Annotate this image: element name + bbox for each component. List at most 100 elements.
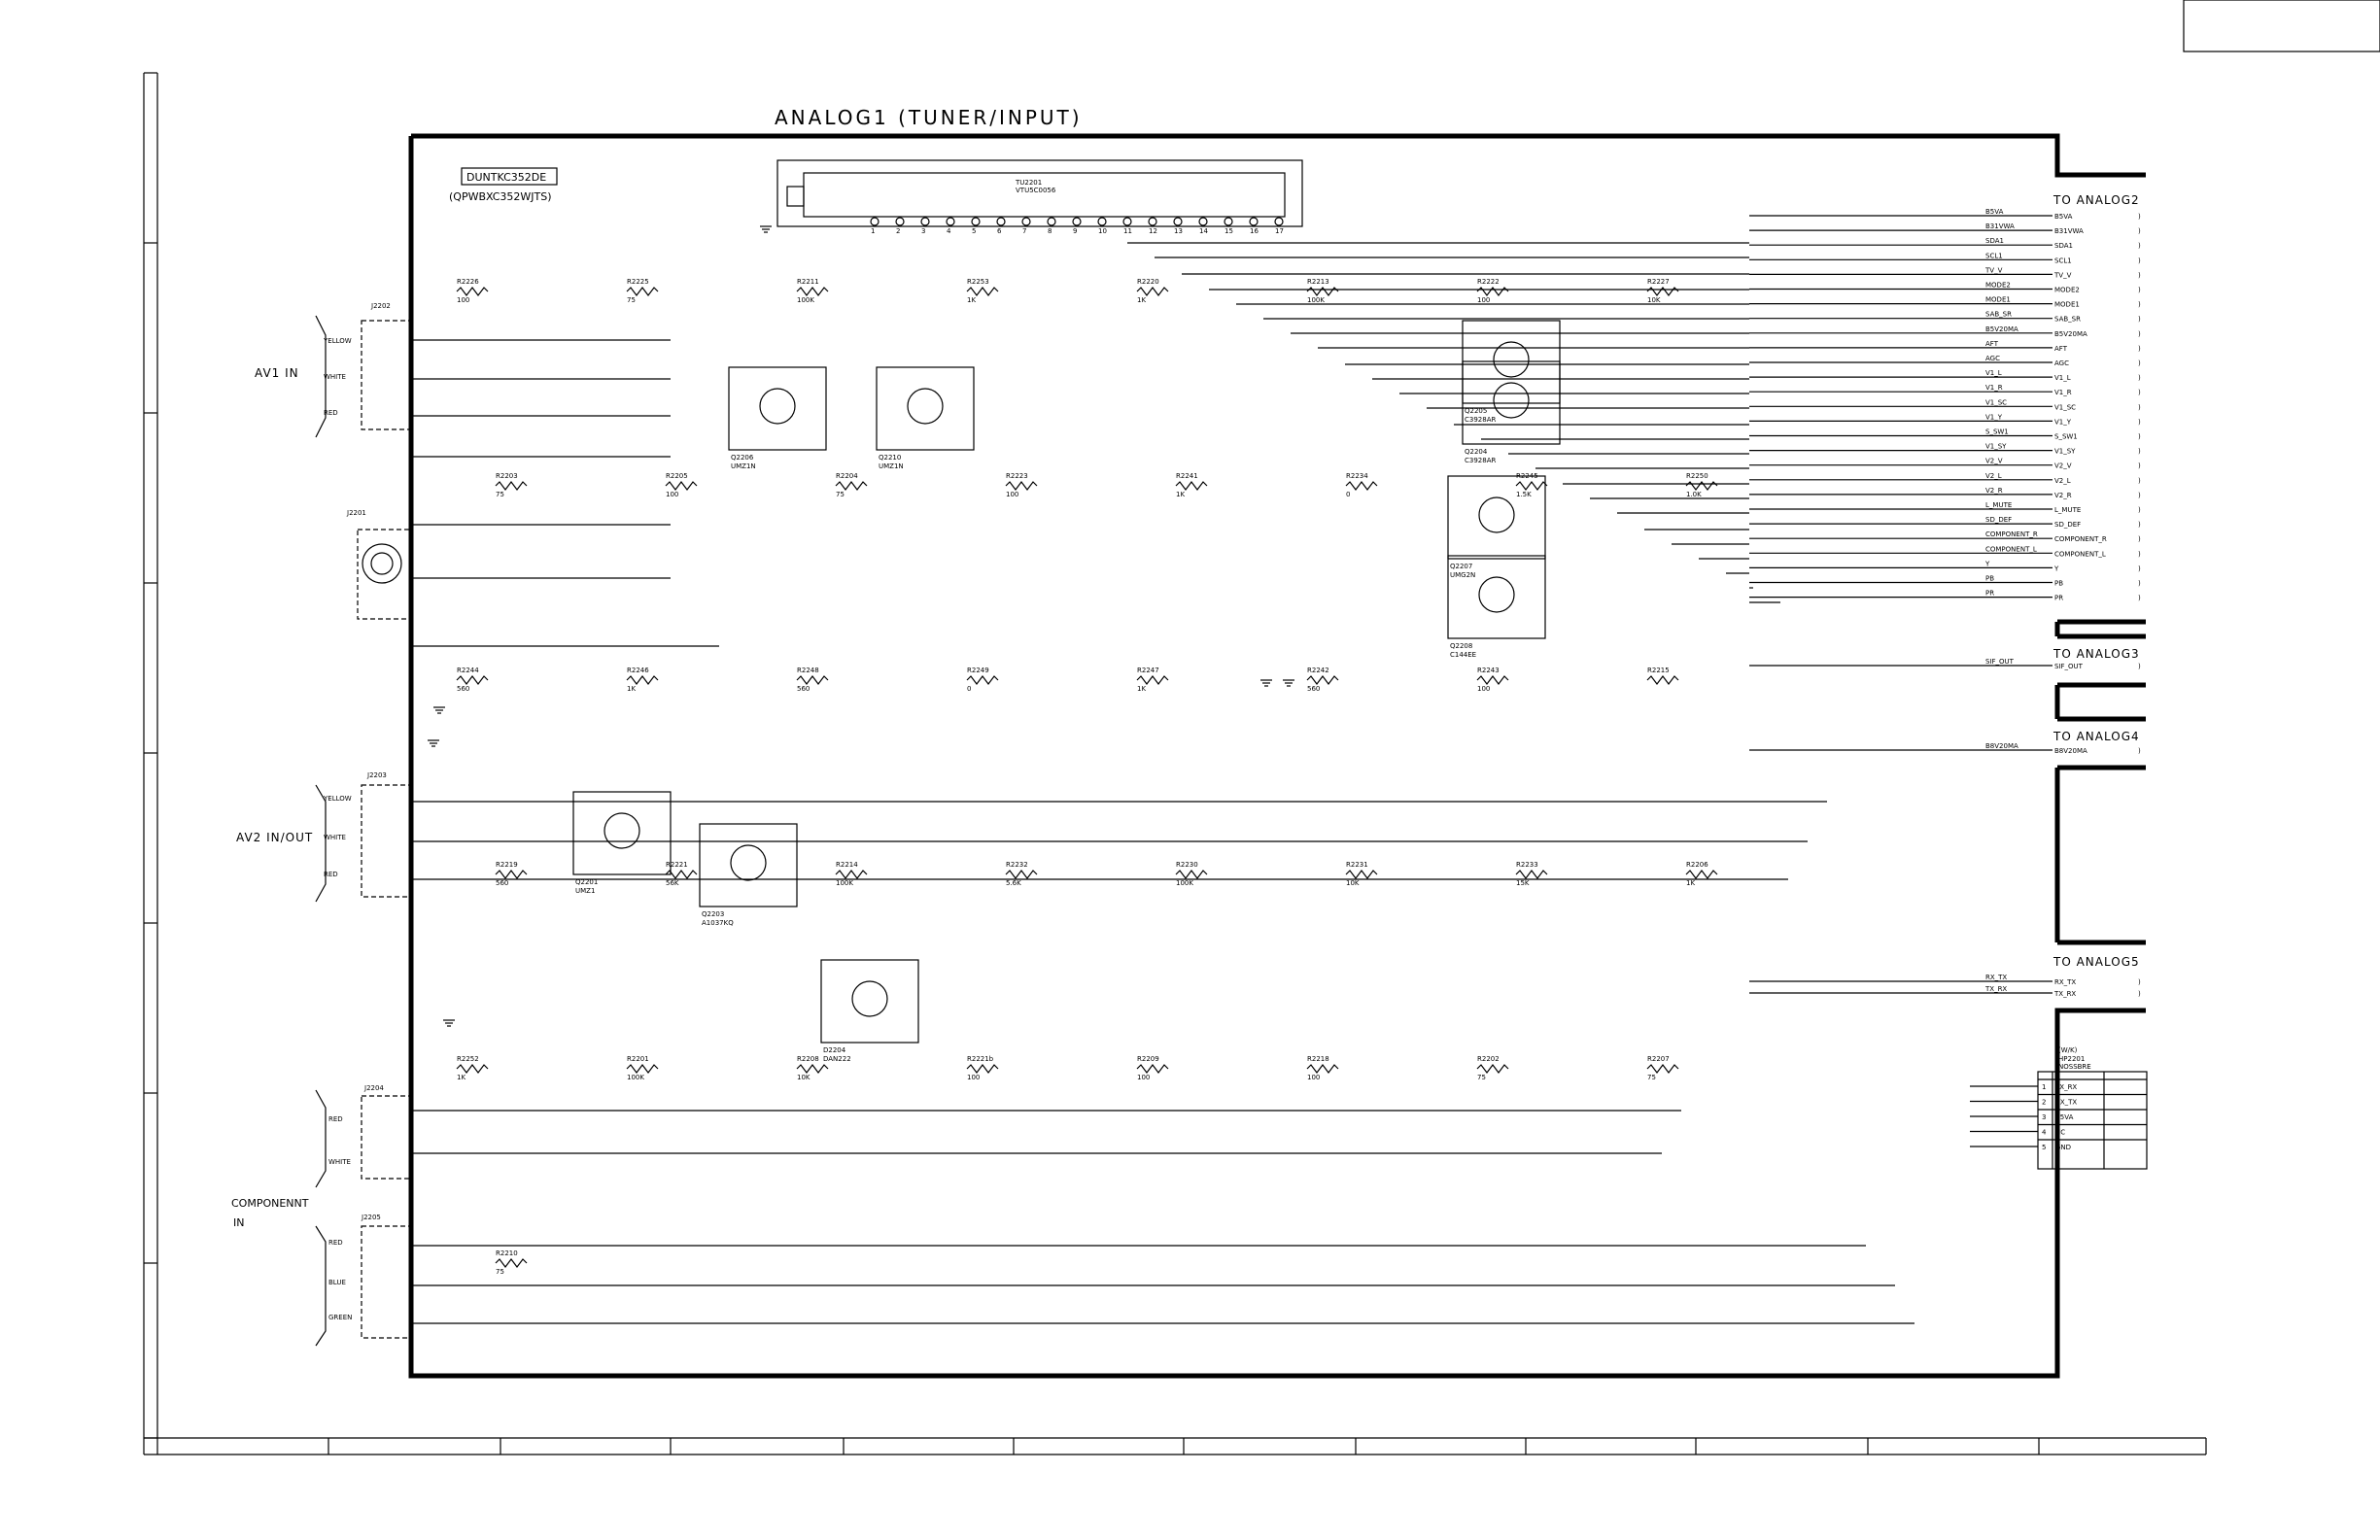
resistor-ref: R2201 — [627, 1055, 649, 1063]
resistor-value: 100 — [457, 296, 469, 304]
resistor-value: 100 — [967, 1074, 980, 1081]
connector-arrow: ) — [2138, 506, 2141, 514]
signal-label-right: SIF_OUT — [2054, 663, 2084, 670]
signal-label-left: TV_V — [1984, 266, 2003, 274]
av1-label: AV1 IN — [255, 366, 299, 380]
signal-label-right: TX_RX — [2053, 990, 2076, 998]
signal-label-right: V1_L — [2054, 374, 2071, 382]
components-layer: Q2206UMZ1NQ2210UMZ1NQ2205C3928ARQ2204C39… — [456, 278, 1718, 1276]
tuner-pin — [1198, 217, 1208, 226]
signal-label-right: S_SW1 — [2054, 433, 2078, 441]
connector-arrow: ) — [2138, 535, 2141, 543]
tuner-pin — [1047, 217, 1056, 226]
ground-symbol — [760, 225, 772, 233]
signal-label-right: SD_DEF — [2054, 521, 2081, 529]
resistor-value: 0 — [1346, 491, 1350, 498]
pwb-unit: DUNTKC352DE — [466, 171, 546, 184]
resistor-ref: R2208 — [797, 1055, 819, 1063]
resistor-value: 15K — [1516, 879, 1530, 887]
resistor-value: 10K — [1346, 879, 1360, 887]
connector-arrow: ) — [2138, 462, 2141, 470]
signal-label-right: TV_V — [2053, 271, 2072, 279]
connector-arrow: ) — [2138, 565, 2141, 572]
resistor-value: 560 — [496, 879, 508, 887]
resistor-ref: R2253 — [967, 278, 989, 286]
signal-label-left: COMPONENT_L — [1985, 545, 2037, 553]
transistor-part: C144EE — [1450, 651, 1476, 659]
ground-symbol — [428, 739, 439, 747]
signal-label-right: MODE1 — [2054, 301, 2080, 309]
resistor-value: 560 — [1307, 685, 1320, 693]
tuner-pin-number: 11 — [1123, 227, 1132, 235]
schematic-title: ANALOG1 (TUNER/INPUT) — [775, 106, 1083, 129]
wk-pin-name: GND — [2055, 1144, 2071, 1151]
signal-label-left: B5VA — [1985, 208, 2004, 216]
signal-label-right: B5V20MA — [2054, 330, 2087, 338]
connector-arrow: ) — [2138, 389, 2141, 396]
transistor-part: UMZ1N — [879, 462, 904, 470]
resistor-value: 75 — [836, 491, 845, 498]
tuner-pin — [1249, 217, 1259, 226]
av1-input-group: AV1 IN J2202 YELLOW WHITE RED — [255, 302, 411, 438]
connector-arrow: ) — [2138, 345, 2141, 353]
comp-blue: BLUE — [328, 1279, 346, 1286]
resistor-ref: R2246 — [627, 667, 649, 674]
signal-label-left: SIF_OUT — [1985, 658, 2015, 666]
comp-red: RED — [328, 1239, 343, 1247]
av1-white: WHITE — [324, 373, 346, 381]
wk-pin-number: 2 — [2042, 1099, 2046, 1107]
resistor-ref: R2244 — [457, 667, 479, 674]
resistor-value: 100K — [1307, 296, 1325, 304]
signal-label-left: Y — [1984, 560, 1990, 567]
comp-jack-ref: J2205 — [361, 1214, 381, 1221]
transistor-part: UMZ1N — [731, 462, 756, 470]
signal-label-left: MODE2 — [1985, 282, 2011, 290]
signal-label-left: V1_SY — [1985, 443, 2007, 451]
resistor-value: 100 — [1477, 685, 1490, 693]
resistor-value: 75 — [627, 296, 636, 304]
ground-symbol — [1283, 679, 1294, 687]
resistor-value: 10K — [1647, 296, 1661, 304]
resistor-value: 1K — [1686, 879, 1695, 887]
tuner-pin-number: 13 — [1174, 227, 1183, 235]
resistor-ref: R2222 — [1477, 278, 1500, 286]
connector-arrow: ) — [2138, 242, 2141, 250]
resistor-value: 1K — [627, 685, 636, 693]
tuner-pin — [1072, 217, 1082, 226]
transistor-part: UMZ1 — [575, 887, 595, 895]
tuner-pin-number: 15 — [1224, 227, 1233, 235]
signal-label-left: V2_L — [1985, 472, 2002, 480]
connector-arrow: ) — [2138, 492, 2141, 499]
resistor-ref: R2215 — [1647, 667, 1670, 674]
comp-audio-white: WHITE — [328, 1158, 351, 1166]
tuner-pin — [1148, 217, 1157, 226]
resistor-value: 5.6K — [1006, 879, 1021, 887]
connector-arrow: ) — [2138, 595, 2141, 602]
signal-label-right: L_MUTE — [2054, 506, 2081, 514]
transistor-ref: Q2201 — [575, 878, 598, 886]
connector-arrow: ) — [2138, 990, 2141, 998]
resistor-value: 1.5K — [1516, 491, 1532, 498]
component-video-group: COMPONENNT IN J2205 RED BLUE GREEN — [231, 1197, 411, 1347]
resistor-ref: R2242 — [1307, 667, 1329, 674]
